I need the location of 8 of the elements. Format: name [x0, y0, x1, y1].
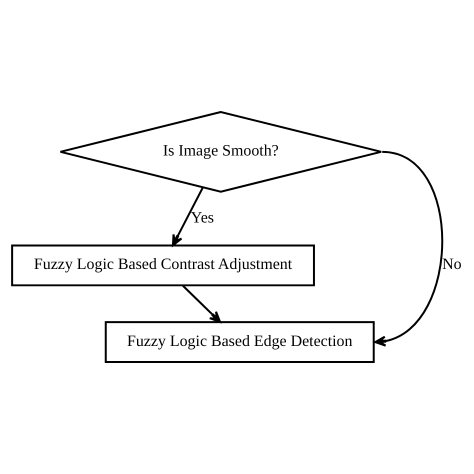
arrow — [374, 150, 444, 347]
arrow — [172, 187, 204, 246]
edge-label: No — [442, 256, 462, 274]
arrow — [182, 284, 222, 323]
node-diamond: Is Image Smooth? — [59, 110, 382, 193]
node-box: Fuzzy Logic Based Edge Detection — [104, 321, 375, 363]
node-box: Fuzzy Logic Based Contrast Adjustment — [11, 244, 315, 286]
edge-label: Yes — [190, 209, 214, 226]
